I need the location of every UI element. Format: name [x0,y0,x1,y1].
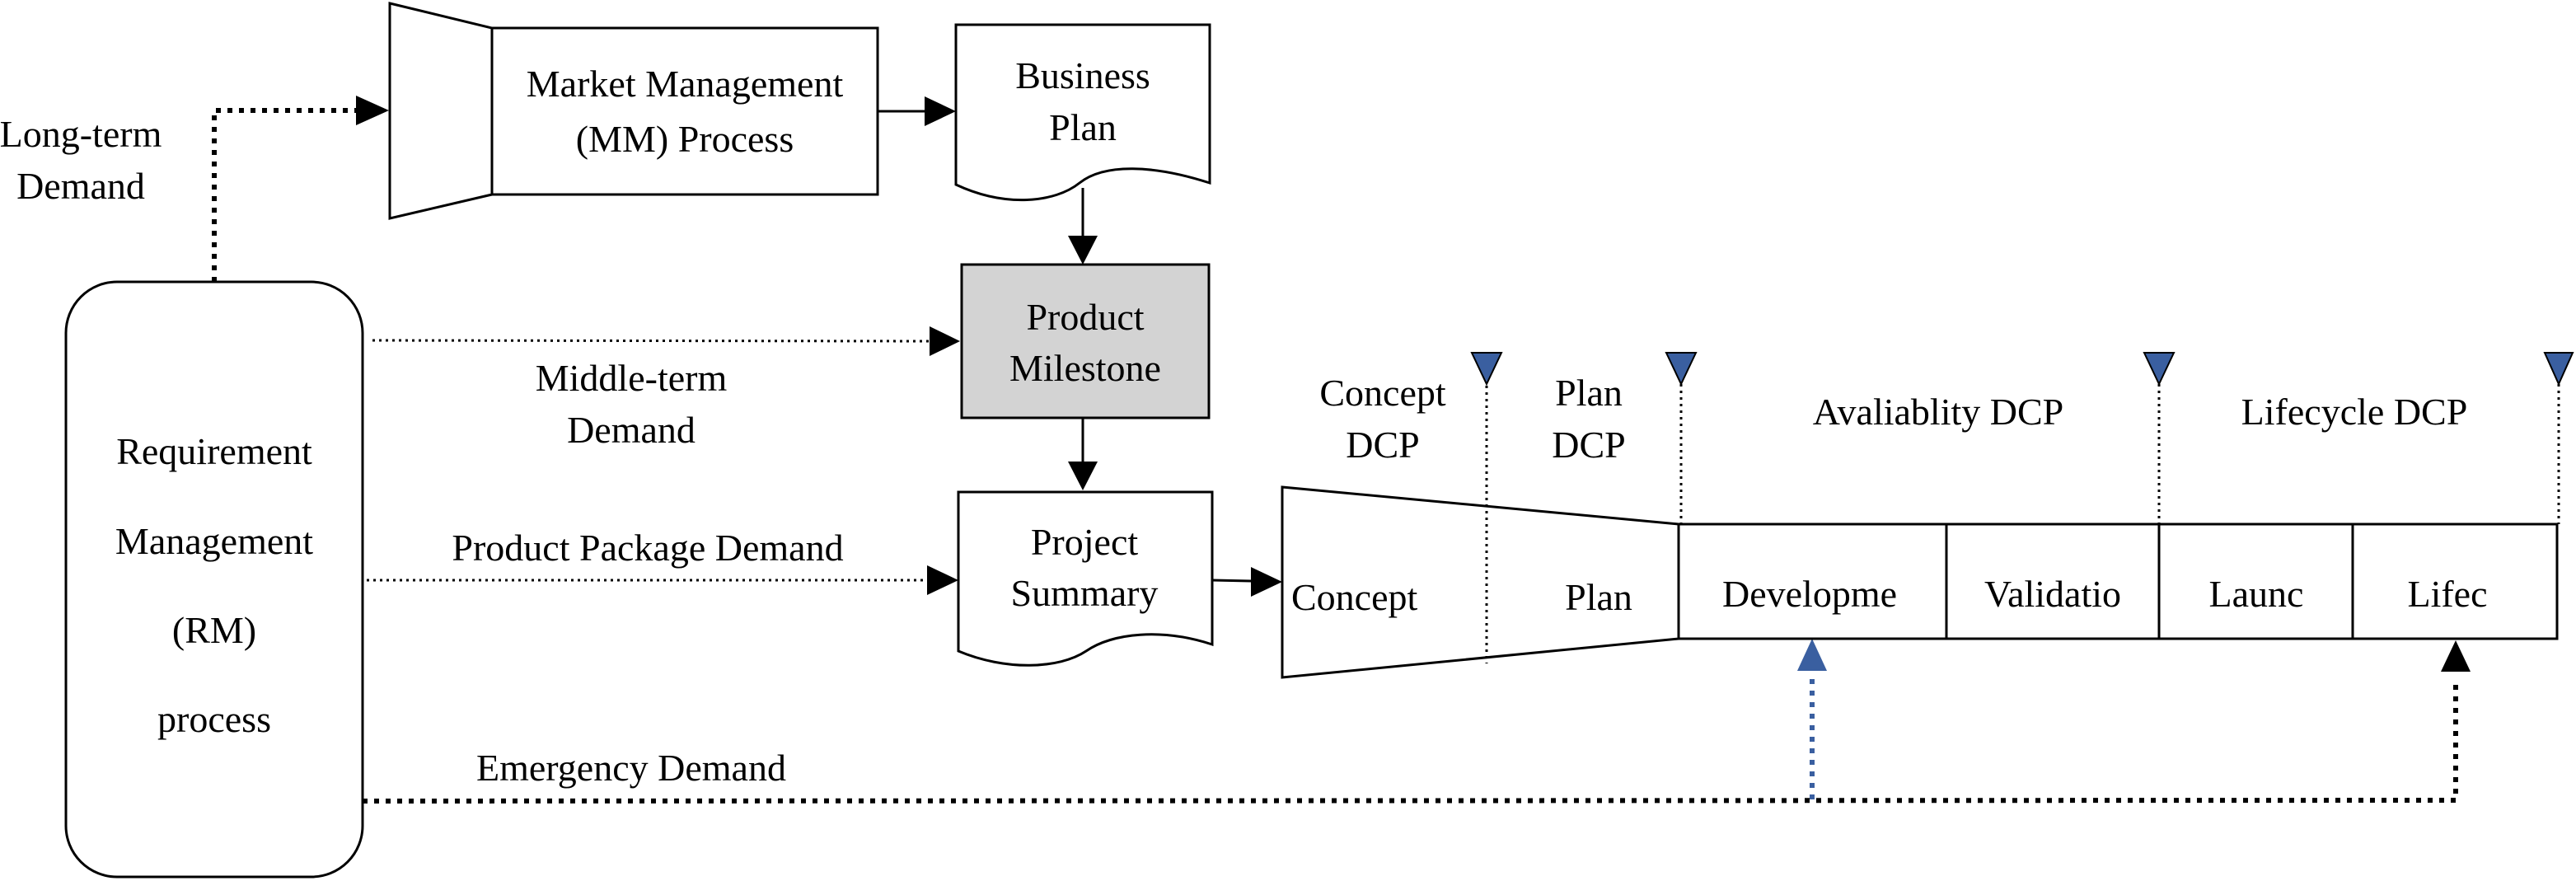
solid-arrowheads [925,96,1282,597]
dotted-arrowheads [356,96,2471,672]
solid-connectors [878,110,1252,583]
emergency-branch-development [1797,639,1827,799]
phase-validation-label: Validatio [1984,573,2121,615]
mm-process-node: Market Management (MM) Process [388,2,879,220]
emergency-demand-label: Emergency Demand [476,747,786,789]
concept-dcp-label-2: DCP [1346,424,1419,466]
project-summary-label-2: Summary [1011,572,1159,614]
business-plan-label-2: Plan [1049,106,1117,148]
product-milestone-label-1: Product [1026,296,1144,338]
middle-term-demand-label-2: Demand [567,409,696,451]
phase-plan-label: Plan [1565,576,1632,618]
availability-dcp-marker-icon [2143,352,2176,524]
concept-dcp-marker-icon [1470,352,1503,387]
project-summary-node: Project Summary [957,490,1214,667]
project-summary-label-1: Project [1031,521,1139,563]
plan-dcp-label-2: DCP [1552,424,1625,466]
lifecycle-dcp-label: Lifecycle DCP [2241,391,2468,433]
phase-pipeline: Concept Plan Developme Validatio Launc L… [1281,379,2559,679]
dcp-labels: Concept DCP Plan DCP Avaliablity DCP Lif… [1319,372,2467,466]
mm-process-label-2: (MM) Process [576,118,794,160]
rm-process-label-4: process [157,698,271,740]
business-plan-node: Business Plan [954,23,1211,202]
middle-term-demand-label-1: Middle-term [536,357,728,399]
concept-dcp-label-1: Concept [1319,372,1446,414]
demand-labels: Long-term Demand Middle-term Demand Prod… [0,113,844,789]
mm-process-label-1: Market Management [527,63,844,105]
lifecycle-dcp-marker-icon [2543,352,2574,524]
phase-lifecycle-label: Lifec [2407,573,2487,615]
rm-process-node: Requirement Management (RM) process [64,280,364,879]
product-milestone-label-2: Milestone [1009,347,1161,389]
long-term-demand-label-1: Long-term [0,113,162,155]
phase-launch-label: Launc [2209,573,2304,615]
product-milestone-node: Product Milestone [960,263,1211,419]
plan-dcp-label-1: Plan [1555,372,1623,414]
rm-process-label-2: Management [115,520,313,562]
business-plan-label-1: Business [1015,54,1150,96]
dcp-markers [1470,352,2574,524]
dotted-connectors [212,108,2458,804]
product-package-demand-label: Product Package Demand [452,527,843,569]
phase-concept-label: Concept [1291,576,1418,618]
rm-process-label-3: (RM) [172,609,256,651]
availability-dcp-label: Avaliablity DCP [1813,391,2064,433]
rm-process-label-1: Requirement [116,430,312,472]
long-term-demand-label-2: Demand [16,165,145,207]
product-milestone-box [960,263,1211,419]
phase-development-label: Developme [1722,573,1897,615]
plan-dcp-marker-icon [1665,352,1698,524]
